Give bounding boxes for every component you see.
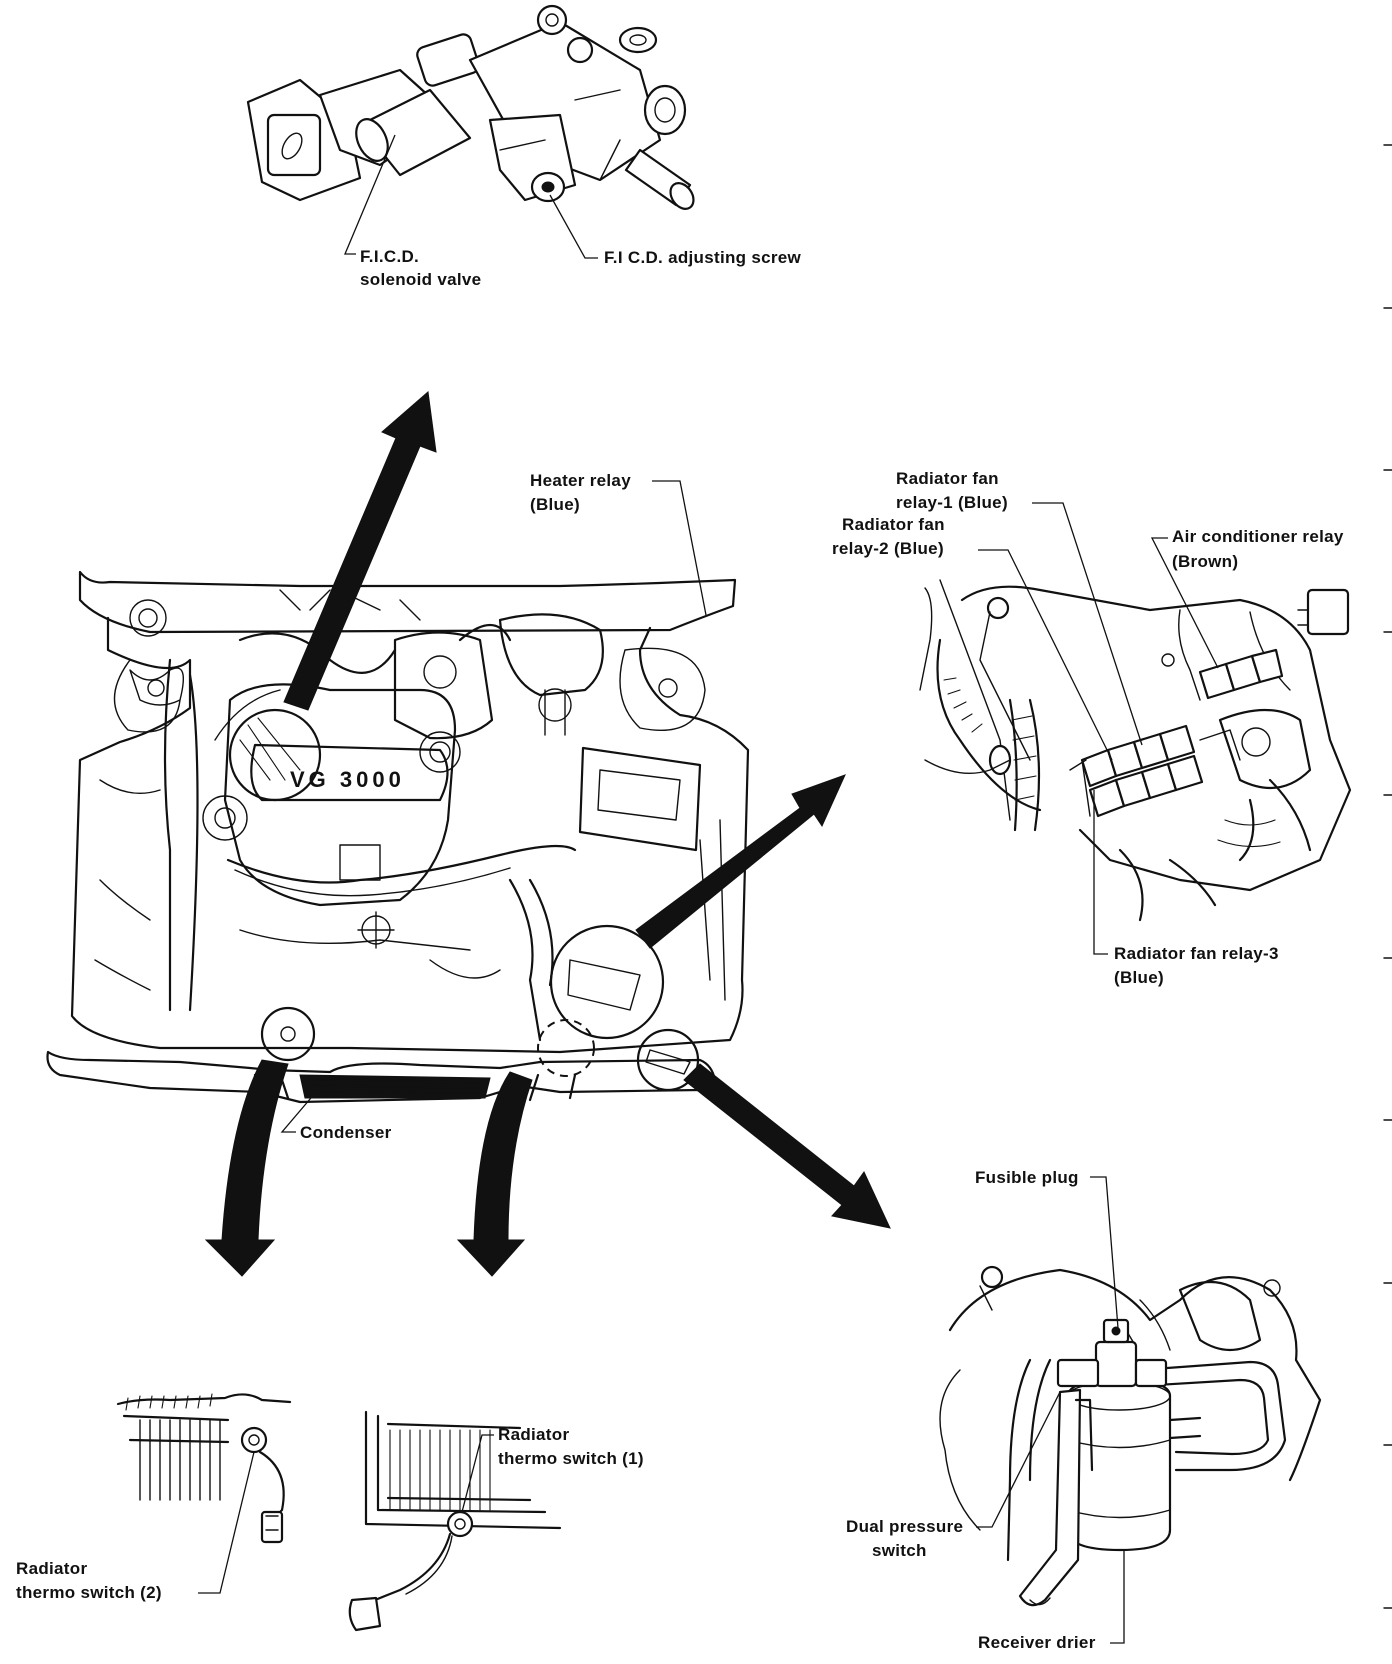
thermo1-label-line1: Radiator [498,1425,569,1444]
dual-pressure-label-line1: Dual pressure [846,1517,963,1536]
fusible-plug-label: Fusible plug [975,1168,1079,1187]
condenser-label: Condenser [300,1123,392,1142]
ficd-valve-detail [246,4,695,210]
fan-relay3-label-line2: (Blue) [1114,968,1164,987]
fan-relay1-label-line1: Radiator fan [896,469,999,488]
fan-relay1-label-line2: relay-1 (Blue) [896,493,1008,512]
ficd-valve-label-line2: solenoid valve [360,270,481,289]
ac-relay-label-line1: Air conditioner relay [1172,527,1344,546]
ficd-valve-label-line1: F.I.C.D. [360,247,419,266]
relay-box-detail [919,579,1352,922]
ficd-screw-label: F.I C.D. adjusting screw [604,248,802,267]
fan-relay3-label-line1: Radiator fan relay-3 [1114,944,1279,963]
ac-relay-label-line2: (Brown) [1172,552,1238,571]
thermo2-label-line2: thermo switch (2) [16,1583,162,1602]
dual-pressure-label-line2: switch [872,1541,927,1560]
receiver-drier-detail [939,1265,1322,1607]
thermo-switch-2-detail [116,1393,292,1544]
thermo2-label-line1: Radiator [16,1559,87,1578]
fan-relay2-label-line1: Radiator fan [842,515,945,534]
receiver-drier-label: Receiver drier [978,1633,1096,1652]
callout-arrows [204,391,891,1277]
heater-relay-label-line1: Heater relay [530,471,631,490]
engine-bay-overview: VG 3000 [46,570,750,1104]
margin-ticks [1383,144,1392,1609]
engine-badge: VG 3000 [290,767,405,792]
fan-relay2-label-line2: relay-2 (Blue) [832,539,944,558]
heater-relay-label-line2: (Blue) [530,495,580,514]
thermo1-label-line2: thermo switch (1) [498,1449,644,1468]
thermo-switch-1-detail [348,1410,562,1632]
